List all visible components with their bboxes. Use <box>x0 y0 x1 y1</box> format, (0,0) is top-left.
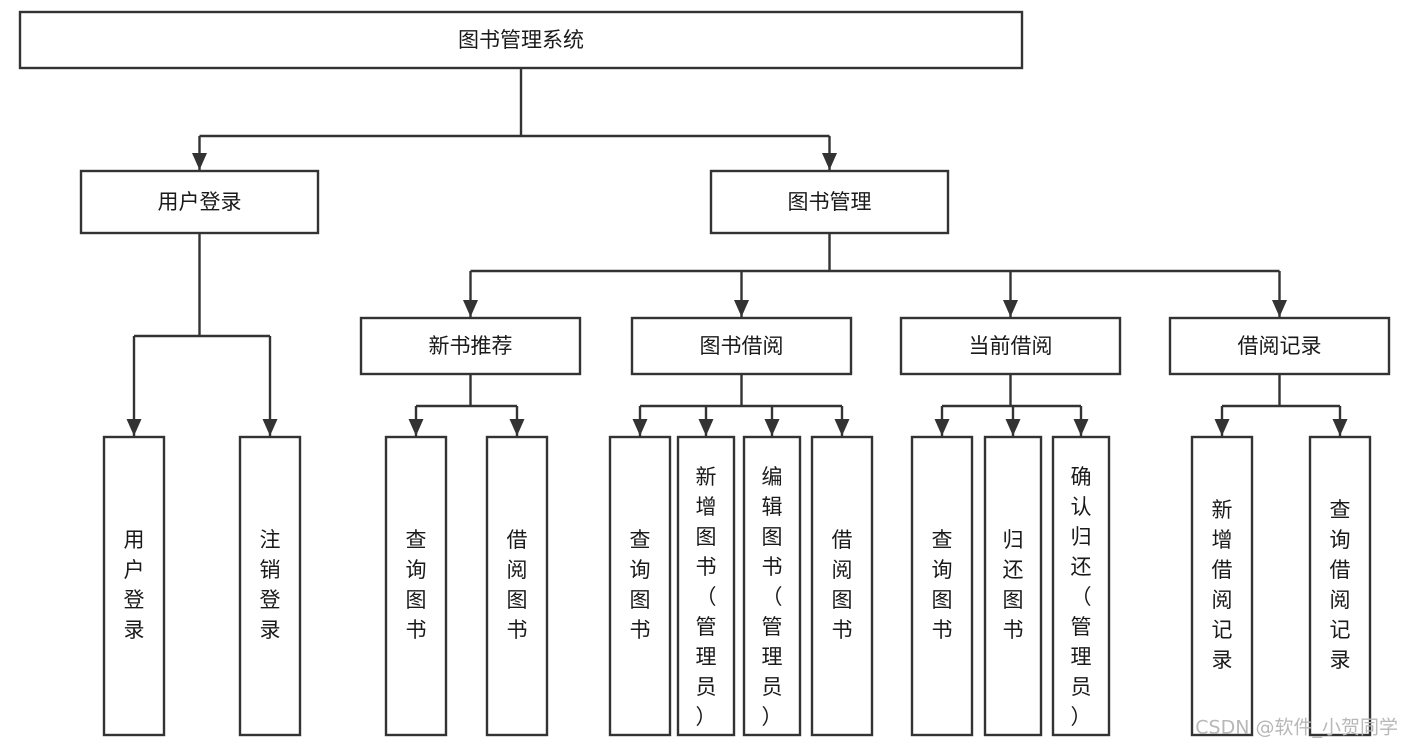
arrow-head-icon <box>408 419 424 436</box>
node-label: 用户登录 <box>158 190 242 214</box>
node-box <box>18 10 1024 70</box>
node-root[interactable]: 图书管理系统 <box>18 10 1024 70</box>
node-bb-edit-book[interactable]: 编辑图书（管理员） <box>742 435 802 737</box>
arrow-head-icon <box>934 419 950 436</box>
arrow-head-icon <box>1073 419 1089 436</box>
node-nbr-borrow-book[interactable]: 借阅图书 <box>485 435 549 737</box>
node-label: 新增借阅记录 <box>1212 498 1233 672</box>
connector-layer <box>126 68 1348 436</box>
node-box <box>608 435 672 737</box>
node-book-manage[interactable]: 图书管理 <box>709 169 950 235</box>
arrow-head-icon <box>632 419 648 436</box>
node-label: 用户登录 <box>124 528 145 642</box>
arrow-head-icon <box>192 153 207 170</box>
node-book-borrow[interactable]: 图书借阅 <box>630 316 853 376</box>
node-box <box>742 435 802 737</box>
node-cb-confirm-return[interactable]: 确认归还（管理员） <box>1051 435 1111 737</box>
arrow-head-icon <box>509 419 525 436</box>
arrow-head-icon <box>1272 300 1287 317</box>
node-box <box>899 316 1122 376</box>
node-label: 借阅图书 <box>832 528 853 642</box>
node-user-login-login[interactable]: 用户登录 <box>102 435 166 737</box>
node-current-borrow[interactable]: 当前借阅 <box>899 316 1122 376</box>
node-layer: 图书管理系统用户登录用户登录注销登录图书管理新书推荐查询图书借阅图书图书借阅查询… <box>18 10 1391 737</box>
csdn-watermark: CSDN @软件_小贺同学 <box>1195 717 1398 739</box>
node-box <box>102 435 166 737</box>
node-box <box>485 435 549 737</box>
node-label: 编辑图书（管理员） <box>762 465 783 729</box>
node-label: 查询借阅记录 <box>1330 498 1351 672</box>
node-box <box>384 435 448 737</box>
node-br-query-record[interactable]: 查询借阅记录 <box>1308 435 1372 737</box>
arrow-head-icon <box>262 419 278 436</box>
node-label: 当前借阅 <box>969 334 1053 358</box>
node-box <box>676 435 736 737</box>
node-box <box>1190 435 1254 737</box>
node-label: 查询图书 <box>630 528 651 642</box>
node-box <box>1308 435 1372 737</box>
node-box <box>359 316 582 376</box>
node-cb-return-book[interactable]: 归还图书 <box>983 435 1043 737</box>
node-label: 查询图书 <box>406 528 427 642</box>
node-box <box>630 316 853 376</box>
arrow-head-icon <box>764 419 780 436</box>
node-label: 归还图书 <box>1003 528 1024 642</box>
node-label: 图书借阅 <box>700 334 784 358</box>
arrow-head-icon <box>734 300 749 317</box>
arrow-head-icon <box>126 419 142 436</box>
node-box <box>79 169 320 235</box>
node-bb-query-book[interactable]: 查询图书 <box>608 435 672 737</box>
arrow-head-icon <box>834 419 850 436</box>
node-cb-query-book[interactable]: 查询图书 <box>910 435 974 737</box>
node-label: 新增图书（管理员） <box>696 465 717 729</box>
node-new-book-recommend[interactable]: 新书推荐 <box>359 316 582 376</box>
node-box <box>910 435 974 737</box>
node-label: 借阅记录 <box>1238 334 1322 358</box>
node-user-login-logout[interactable]: 注销登录 <box>238 435 302 737</box>
node-label: 借阅图书 <box>507 528 528 642</box>
arrow-head-icon <box>822 153 837 170</box>
node-bb-borrow-book[interactable]: 借阅图书 <box>810 435 874 737</box>
node-box <box>238 435 302 737</box>
node-box <box>709 169 950 235</box>
node-bb-add-book[interactable]: 新增图书（管理员） <box>676 435 736 737</box>
arrow-head-icon <box>698 419 714 436</box>
arrow-head-icon <box>1214 419 1230 436</box>
node-borrow-record[interactable]: 借阅记录 <box>1168 316 1391 376</box>
arrow-head-icon <box>1003 300 1018 317</box>
node-box <box>983 435 1043 737</box>
node-label: 图书管理系统 <box>458 28 584 52</box>
node-label: 图书管理 <box>788 190 872 214</box>
node-label: 新书推荐 <box>429 334 513 358</box>
arrow-head-icon <box>463 300 478 317</box>
arrow-head-icon <box>1005 419 1021 436</box>
node-label: 查询图书 <box>932 528 953 642</box>
node-br-add-record[interactable]: 新增借阅记录 <box>1190 435 1254 737</box>
node-nbr-query-book[interactable]: 查询图书 <box>384 435 448 737</box>
node-box <box>1168 316 1391 376</box>
node-label: 确认归还（管理员） <box>1071 465 1092 729</box>
node-user-login[interactable]: 用户登录 <box>79 169 320 235</box>
arrow-head-icon <box>1332 419 1348 436</box>
node-box <box>1051 435 1111 737</box>
node-label: 注销登录 <box>260 528 281 642</box>
node-box <box>810 435 874 737</box>
